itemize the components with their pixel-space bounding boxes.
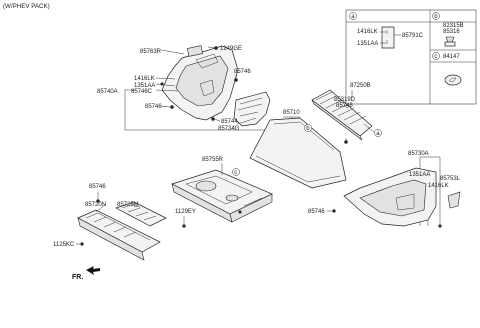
callout-85319D: 85319D xyxy=(334,97,356,103)
plug-cap-icon xyxy=(444,74,462,86)
clip-fastener-icon xyxy=(444,36,456,47)
legend-a-label-1416LK: 1416LK xyxy=(357,29,378,35)
luggage-tray-assembly: 85746 85720N 85725M 1129EY 1125KC xyxy=(53,184,196,261)
callout-85753L: 85753L xyxy=(440,176,461,182)
variant-title: (W/PHEV PACK) xyxy=(3,3,50,10)
front-direction-indicator: FR. xyxy=(72,266,100,281)
front-label: FR. xyxy=(72,274,83,281)
callout-85710: 85710 xyxy=(283,110,300,116)
callout-85744: 85744 xyxy=(221,119,238,125)
callout-85740A: 85740A xyxy=(97,89,118,95)
callout-85746C: 85746C xyxy=(131,89,153,95)
luggage-floor-box: c 85755R xyxy=(171,157,273,223)
callout-85746-left: 85746 xyxy=(145,104,162,110)
callout-85746-top: 85746 xyxy=(234,69,251,75)
callout-85746-right: 85746 xyxy=(308,209,325,215)
callout-1125KC: 1125KC xyxy=(53,242,75,248)
callout-85725M: 85725M xyxy=(117,202,139,208)
marker-a xyxy=(374,129,382,137)
callout-85720N: 85720N xyxy=(85,202,106,208)
callout-1351AA-right: 1351AA xyxy=(409,172,430,178)
callout-1416LK: 1416LK xyxy=(134,76,155,82)
callout-85746-rear: 85746 xyxy=(336,103,353,109)
legend-box: a 1416LK 1351AA 85791C b 82315B 85316 c … xyxy=(345,9,477,105)
marker-b xyxy=(304,124,312,132)
rear-transverse-trim: 87250B 85319D 85746 a xyxy=(311,83,382,144)
callout-87250B: 87250B xyxy=(350,83,371,89)
front-arrow-icon xyxy=(86,266,100,275)
marker-b-letter: b xyxy=(306,126,310,132)
legend-c-label-84147: 84147 xyxy=(443,54,460,60)
callout-85755R: 85755R xyxy=(202,157,224,163)
legend-c-letter: c xyxy=(434,54,437,60)
legend-b-label-85316: 85316 xyxy=(443,29,460,35)
legend-b-letter: b xyxy=(434,14,438,20)
trunk-side-trim-right: 85730A 1351AA 85753L 1416LK 85746 xyxy=(308,151,461,228)
legend-b-label-82315B: 82315B xyxy=(443,23,464,29)
legend-c-marker xyxy=(432,52,440,60)
legend-a-label-1351AA: 1351AA xyxy=(357,41,378,47)
callout-85763R: 85763R xyxy=(140,49,162,55)
luggage-floor-mat: b 85710 xyxy=(249,110,347,189)
marker-c xyxy=(232,168,240,176)
legend-a-letter: a xyxy=(351,14,355,20)
legend-a-marker xyxy=(349,12,357,20)
bracket-85791C-icon xyxy=(380,26,401,49)
legend-b-marker xyxy=(432,12,440,20)
callout-85734G: 85734G xyxy=(218,126,240,132)
legend-a-label-85791C: 85791C xyxy=(402,33,424,39)
marker-c-letter: c xyxy=(234,170,237,176)
callout-85746-tray: 85746 xyxy=(89,184,106,190)
marker-a-letter: a xyxy=(376,131,380,137)
callout-1416LK-right: 1416LK xyxy=(428,183,449,189)
callout-85730A: 85730A xyxy=(408,151,429,157)
trunk-side-trim-assembly: 85763R 1249GE 1416LK 1351AA 85746C 85740… xyxy=(97,45,306,132)
callout-1249GE: 1249GE xyxy=(220,46,242,52)
callout-1129EY: 1129EY xyxy=(175,209,196,215)
callout-1351AA: 1351AA xyxy=(134,83,155,89)
